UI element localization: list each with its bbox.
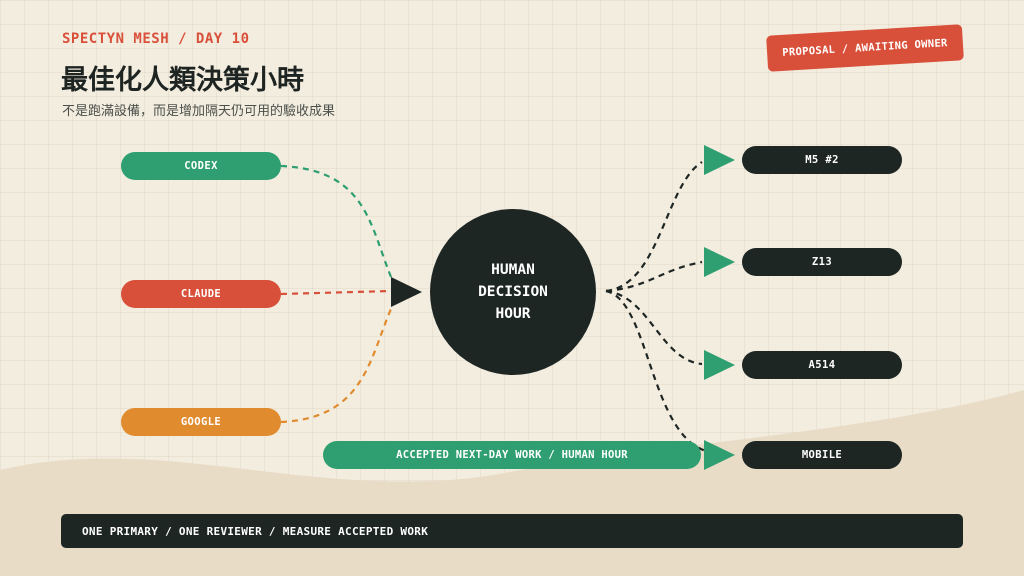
result-bar: ACCEPTED NEXT-DAY WORK / HUMAN HOUR <box>323 441 701 469</box>
connector-google <box>280 297 397 424</box>
connector-m5 <box>605 161 703 293</box>
decision-hub: HUMAN DECISION HOUR <box>430 209 596 375</box>
footer-label: ONE PRIMARY / ONE REVIEWER / MEASURE ACC… <box>82 524 429 538</box>
result-bar-label: ACCEPTED NEXT-DAY WORK / HUMAN HOUR <box>396 449 628 461</box>
footer-bar: ONE PRIMARY / ONE REVIEWER / MEASURE ACC… <box>61 514 963 548</box>
target-a514-label: A514 <box>808 359 836 371</box>
connector-z13 <box>605 260 703 293</box>
page-subtitle: 不是跑滿設備，而是增加隔天仍可用的驗收成果 <box>62 104 336 119</box>
source-claude-label: CLAUDE <box>180 288 222 300</box>
target-z13: Z13 <box>742 248 902 276</box>
decision-hub-label: HUMAN DECISION HOUR <box>478 262 548 322</box>
source-google: GOOGLE <box>121 408 281 436</box>
source-codex: CODEX <box>121 152 281 180</box>
connector-a514 <box>605 289 703 366</box>
target-arrow-m5-icon <box>704 145 735 175</box>
connector-mobile <box>605 289 711 454</box>
target-mobile: MOBILE <box>742 441 902 469</box>
source-google-label: GOOGLE <box>180 416 222 428</box>
target-mobile-label: MOBILE <box>801 449 843 461</box>
target-z13-label: Z13 <box>811 256 833 268</box>
kicker-label: SPECTYN MESH / DAY 10 <box>62 31 250 47</box>
source-codex-label: CODEX <box>184 160 218 172</box>
source-claude: CLAUDE <box>121 280 281 308</box>
connector-claude <box>280 289 392 296</box>
target-arrow-a514-icon <box>704 350 735 380</box>
target-arrow-mobile-icon <box>704 440 735 470</box>
target-a514: A514 <box>742 351 902 379</box>
target-arrow-z13-icon <box>704 247 735 277</box>
target-m5-label: M5 #2 <box>805 154 839 166</box>
hub-arrow-in-icon <box>391 277 422 307</box>
connector-codex <box>280 164 396 285</box>
target-m5: M5 #2 <box>742 146 902 174</box>
page-title: 最佳化人類決策小時 <box>61 65 304 96</box>
